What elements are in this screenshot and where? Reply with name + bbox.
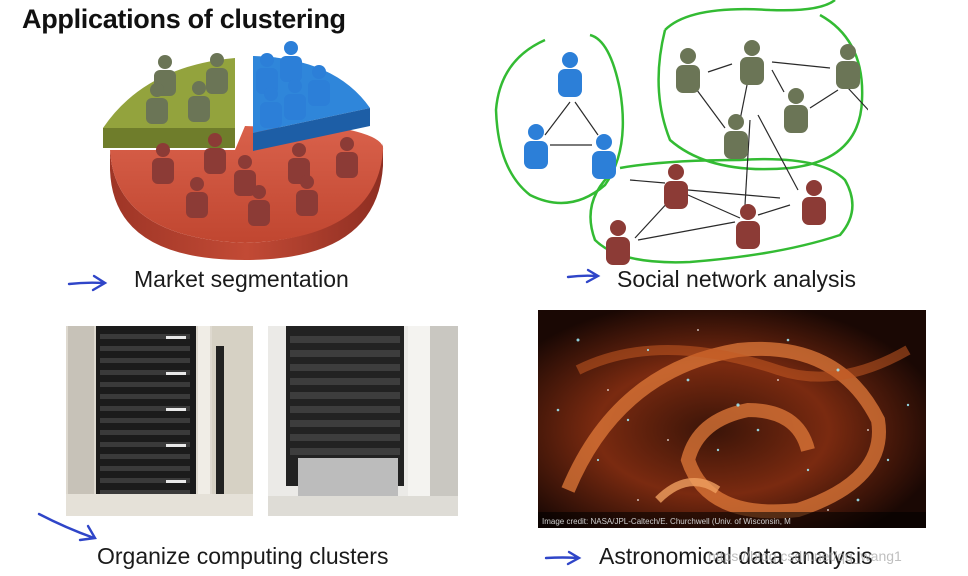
person-icons-green	[146, 53, 228, 124]
url-watermark: https://blog.csdn.net/qq_wang1	[708, 548, 902, 564]
server-rack-photo-right	[268, 326, 458, 516]
market-arrow-annotation	[67, 274, 108, 292]
social-green-people	[676, 40, 860, 159]
social-blue-people	[524, 52, 616, 179]
astro-arrow-annotation	[544, 550, 582, 566]
social-network-analysis-label: Social network analysis	[617, 266, 857, 292]
social-red-people	[606, 164, 826, 265]
market-pie-illustration	[103, 41, 384, 260]
slide-title: Applications of clustering	[22, 4, 346, 34]
person-icons-blue	[256, 41, 330, 128]
market-segmentation-label: Market segmentation	[134, 266, 349, 292]
organize-computing-clusters-label: Organize computing clusters	[97, 543, 389, 569]
social-network-diagram	[494, 0, 868, 265]
astronomy-nebula-photo: Image credit: NASA/JPL-Caltech/E. Church…	[538, 310, 926, 528]
server-rack-photo-left	[66, 326, 253, 516]
astronomical-data-analysis-label: Astronomical data analysis	[599, 543, 873, 569]
social-arrow-annotation	[566, 268, 601, 284]
computing-arrow-annotation	[37, 512, 97, 542]
image-credit-text: Image credit: NASA/JPL-Caltech/E. Church…	[542, 517, 791, 526]
person-icons-red	[152, 133, 358, 226]
